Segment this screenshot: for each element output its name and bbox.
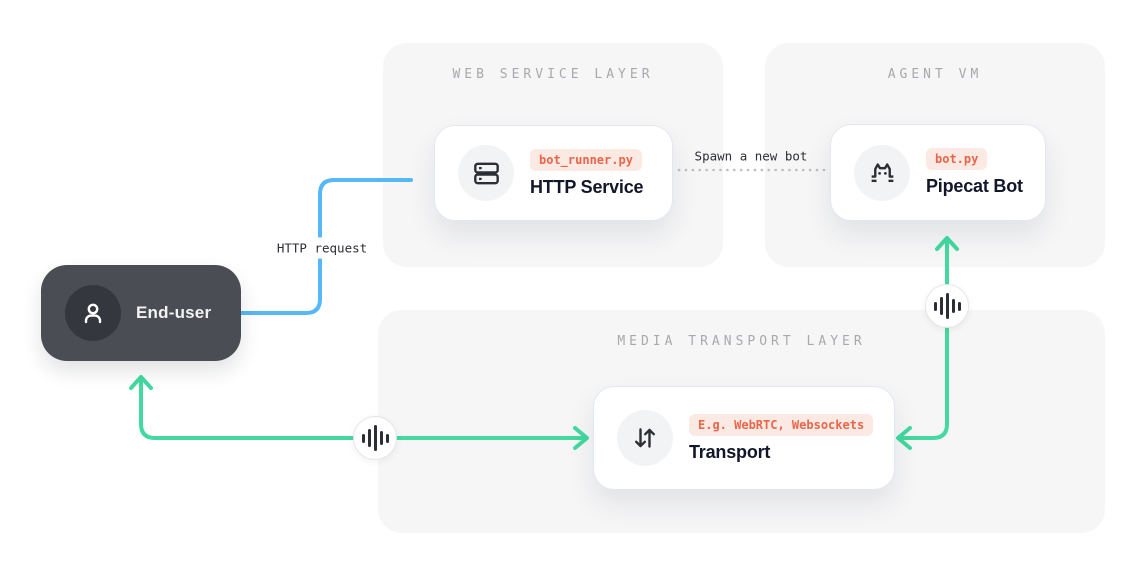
transfer-arrows-icon	[617, 410, 673, 466]
http-service-title: HTTP Service	[530, 176, 644, 197]
server-icon	[458, 145, 514, 201]
edge-bot-transport-line	[898, 238, 949, 440]
arrowhead-into-pipecat-bot	[935, 236, 959, 251]
audio-waveform-icon	[925, 284, 969, 328]
badge-bot-py: bot.py	[926, 148, 988, 170]
transport-title: Transport	[689, 441, 771, 462]
edge-label-http-request: HTTP request	[269, 237, 375, 259]
user-icon	[65, 285, 121, 341]
node-transport: E.g. WebRTC, Websockets Transport	[593, 386, 895, 490]
node-http-service: bot_runner.py HTTP Service	[434, 125, 673, 221]
badge-webrtc-websockets: E.g. WebRTC, Websockets	[689, 413, 874, 436]
arrowhead-into-transport-right	[896, 426, 912, 450]
audio-waveform-icon	[353, 416, 397, 460]
edge-label-spawn-a-new-bot: Spawn a new bot	[694, 148, 808, 164]
edge-user-transport-line	[139, 378, 587, 440]
end-user-label: End-user	[136, 303, 212, 322]
panel-title-agent-vm: AGENT VM	[887, 67, 983, 82]
badge-bot-runner-py: bot_runner.py	[530, 148, 642, 171]
pipecat-cat-icon	[854, 144, 910, 201]
node-pipecat-bot: bot.py Pipecat Bot	[830, 124, 1046, 221]
arrowhead-into-transport-left	[573, 426, 589, 450]
panel-media-transport-layer: MEDIA TRANSPORT LAYER	[378, 310, 1105, 533]
pipecat-bot-title: Pipecat Bot	[926, 176, 1023, 196]
panel-title-web-service-layer: WEB SERVICE LAYER	[452, 67, 654, 82]
arrowhead-into-end-user	[129, 375, 153, 390]
node-end-user: End-user	[41, 265, 241, 361]
panel-title-media-transport-layer: MEDIA TRANSPORT LAYER	[617, 334, 866, 349]
